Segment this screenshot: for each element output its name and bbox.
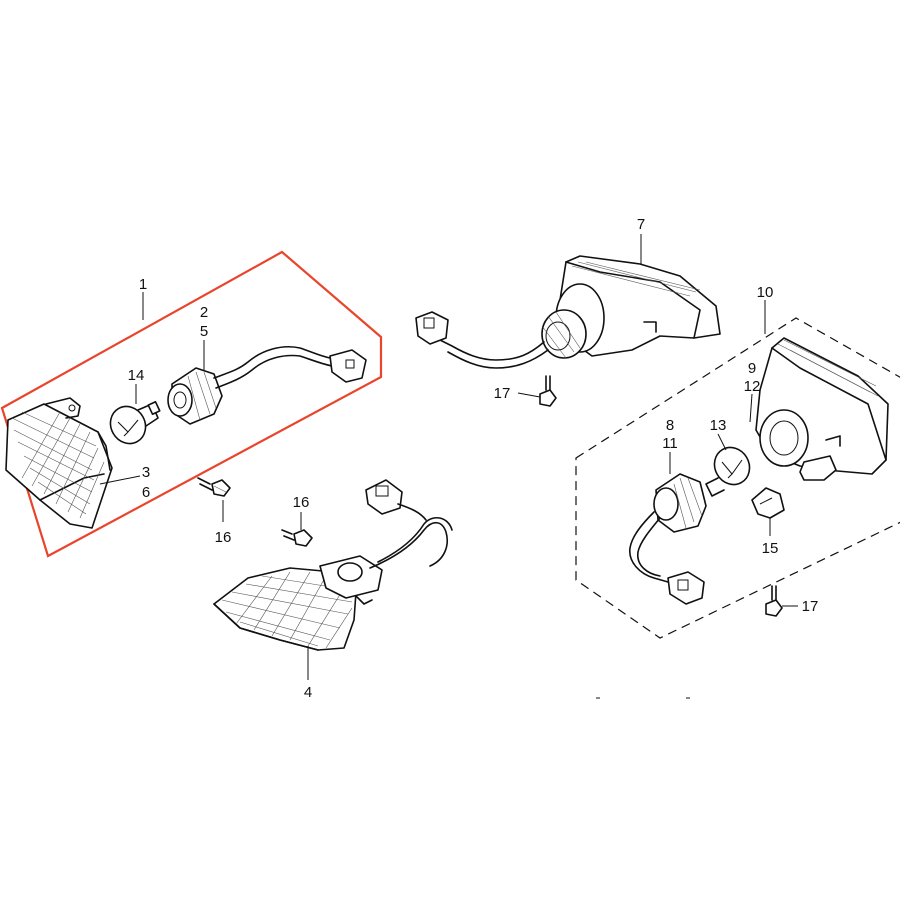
callout-7: 7 [637,216,645,233]
callout-8: 8 [666,417,674,434]
callout-1: 1 [139,276,147,293]
socket-harness-2 [167,346,367,425]
callout-12: 12 [744,378,761,395]
leader-lines [99,234,798,680]
callout-17-right: 17 [802,598,819,615]
callout-17-top: 17 [494,385,511,402]
clip-15 [751,487,785,519]
front-turn-signal-lens [5,397,113,529]
callout-16-left: 16 [215,529,232,546]
assembly-1-highlight-box [0,250,383,558]
callout-2: 2 [200,304,208,321]
bolt-16a [197,477,231,497]
bolt-17b [765,585,783,617]
assembly-10-dashed-box [575,317,900,639]
callout-11: 11 [662,435,678,452]
callout-4: 4 [304,684,312,701]
turn-signal-lens-4 [213,479,453,651]
callout-9: 9 [748,360,756,377]
socket-harness-8 [629,473,707,605]
bolt-17a [539,375,557,407]
tail-lamp-7 [415,255,721,369]
callout-15: 15 [762,540,779,557]
bulb-14 [109,400,161,445]
callouts: 1 2 5 14 3 6 16 16 4 7 17 10 9 12 8 11 1… [128,216,819,701]
lamp-9 [755,337,889,481]
bulb-13 [705,446,751,497]
callout-3: 3 [142,464,150,481]
callout-14: 14 [128,367,145,384]
callout-13: 13 [710,417,727,434]
callout-10: 10 [757,284,774,301]
callout-16-right: 16 [293,494,310,511]
bolt-16b [281,529,313,547]
callout-6: 6 [142,484,150,501]
callout-5: 5 [200,323,208,340]
